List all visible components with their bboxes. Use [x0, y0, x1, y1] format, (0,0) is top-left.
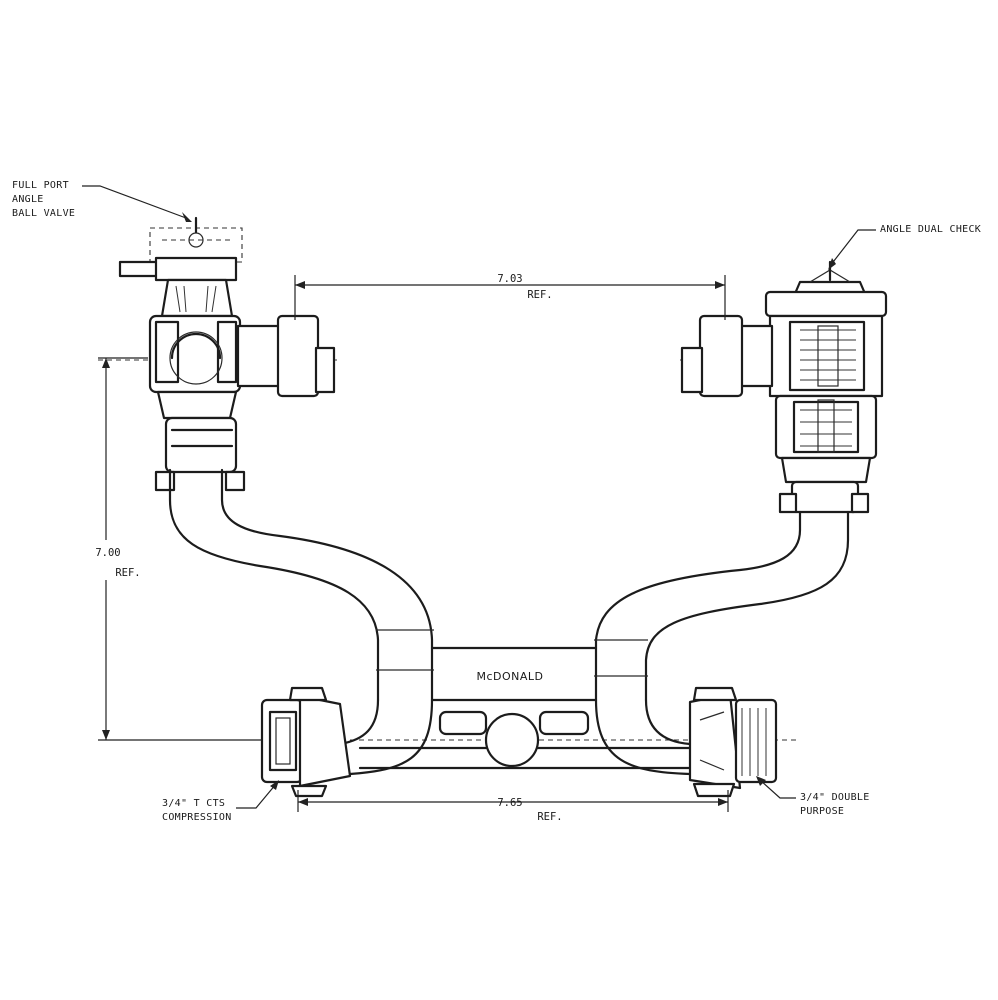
ball-valve-label-line-3: BALL VALVE [12, 208, 75, 219]
inlet-label-line-1: 3/4" T CTS [162, 798, 225, 809]
inlet-label-line-2: COMPRESSION [162, 812, 232, 823]
top-width-ref: REF. [527, 289, 552, 301]
callout-outlet: 3/4" DOUBLE PURPOSE [756, 776, 870, 817]
inlet-compression-fitting [260, 686, 352, 798]
height-value: 7.00 [95, 547, 120, 559]
dimension-height: 7.00 REF. [95, 357, 262, 741]
brand-mark: McDONALD [476, 670, 543, 683]
bottom-width-ref: REF. [537, 811, 562, 823]
dual-check-label: ANGLE DUAL CHECK [880, 224, 981, 235]
dimension-top-width: 7.03 REF. [294, 273, 726, 320]
callout-ball-valve: FULL PORT ANGLE BALL VALVE [12, 180, 192, 222]
dual-check-valve [680, 260, 888, 514]
bottom-bracket [358, 646, 692, 770]
right-gooseneck-pipe [594, 510, 850, 776]
outlet-label-line-2: PURPOSE [800, 806, 844, 817]
callout-dual-check: ANGLE DUAL CHECK [828, 224, 981, 270]
height-ref: REF. [115, 567, 140, 579]
bottom-width-value: 7.65 [497, 797, 522, 809]
top-width-value: 7.03 [497, 273, 522, 285]
outlet-double-purpose-fitting [688, 686, 778, 798]
dimension-bottom-width: 7.65 REF. [297, 790, 729, 823]
ball-valve-label-line-1: FULL PORT [12, 180, 69, 191]
callout-inlet: 3/4" T CTS COMPRESSION [162, 780, 279, 823]
outlet-label-line-1: 3/4" DOUBLE [800, 792, 870, 803]
ball-valve-label-line-2: ANGLE [12, 194, 44, 205]
ball-valve [118, 216, 336, 492]
